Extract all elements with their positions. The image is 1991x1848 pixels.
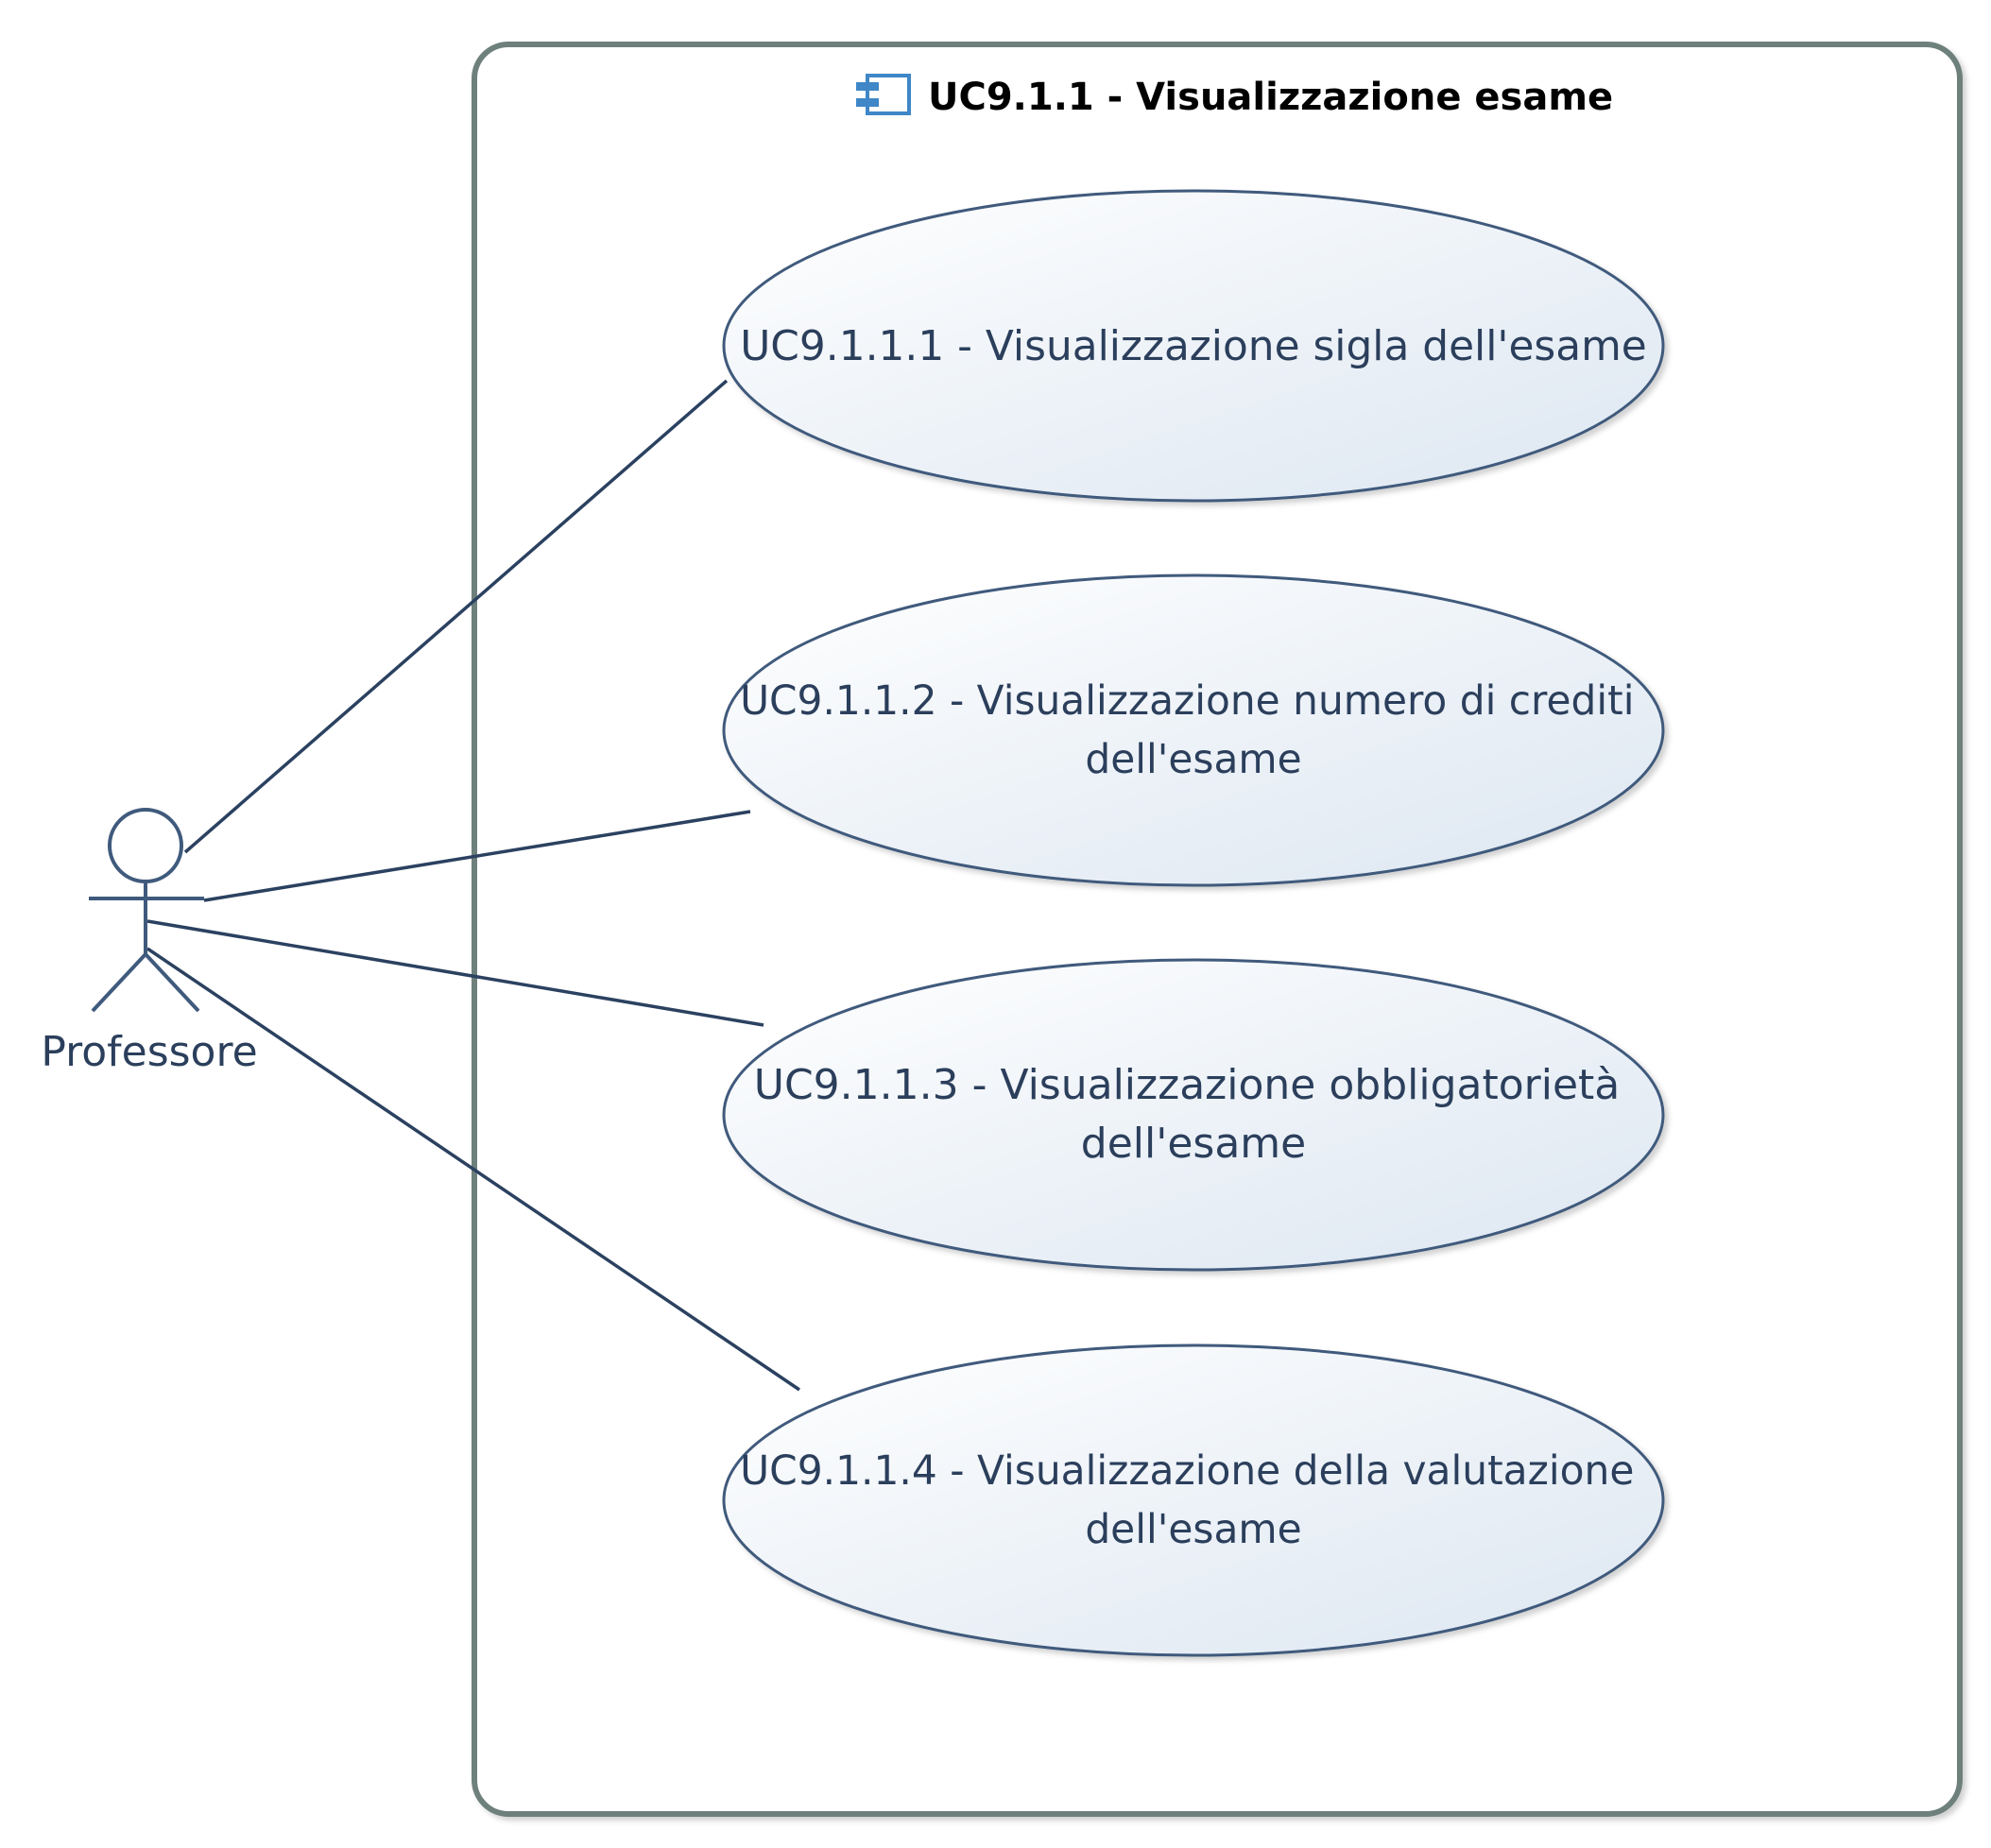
actor-label: Professore (41, 1028, 257, 1076)
use-case-3[interactable]: UC9.1.1.3 - Visualizzazione obbligatorie… (722, 958, 1665, 1272)
association-line (146, 947, 800, 1392)
use-case-ellipse (722, 573, 1665, 887)
association-line (183, 379, 729, 854)
use-case-4[interactable]: UC9.1.1.4 - Visualizzazione della valuta… (722, 1343, 1665, 1657)
use-case-2[interactable]: UC9.1.1.2 - Visualizzazione numero di cr… (722, 573, 1665, 887)
use-case-label: dell'esame (1085, 1506, 1301, 1552)
use-case-ellipse (722, 1343, 1665, 1657)
system-boundary (472, 42, 1963, 1817)
association-line (146, 919, 764, 1027)
association-line (203, 810, 751, 902)
use-case-label: dell'esame (1085, 736, 1301, 782)
associations (146, 379, 800, 1392)
use-case-label: UC9.1.1.4 - Visualizzazione della valuta… (740, 1447, 1634, 1494)
use-case-label: UC9.1.1.3 - Visualizzazione obbligatorie… (754, 1061, 1621, 1109)
svg-text:UC9.1.1.1 - Visualizzazione si: UC9.1.1.1 - Visualizzazione sigla dell'e… (740, 322, 1647, 370)
system-title: UC9.1.1 - Visualizzazione esame (928, 76, 1613, 119)
actor-professore[interactable]: Professore (41, 808, 258, 1076)
use-case-label: UC9.1.1.2 - Visualizzazione numero di cr… (740, 677, 1634, 724)
component-icon (856, 74, 911, 115)
use-case-label: UC9.1.1.1 - Visualizzazione sigla dell'e… (740, 322, 1647, 370)
use-case-ellipse (722, 958, 1665, 1272)
actor-stick-figure-icon (89, 808, 204, 1013)
svg-text:UC9.1.1.4 - Visualizzazione de: UC9.1.1.4 - Visualizzazione della valuta… (740, 1447, 1647, 1552)
use-case-label: dell'esame (1081, 1120, 1306, 1168)
svg-text:UC9.1.1.3 - Visualizzazione ob: UC9.1.1.3 - Visualizzazione obbligatorie… (754, 1061, 1634, 1168)
svg-text:UC9.1.1.2 - Visualizzazione nu: UC9.1.1.2 - Visualizzazione numero di cr… (740, 677, 1647, 782)
use-case-1[interactable]: UC9.1.1.1 - Visualizzazione sigla dell'e… (722, 189, 1665, 503)
use-case-ellipse (722, 189, 1665, 503)
